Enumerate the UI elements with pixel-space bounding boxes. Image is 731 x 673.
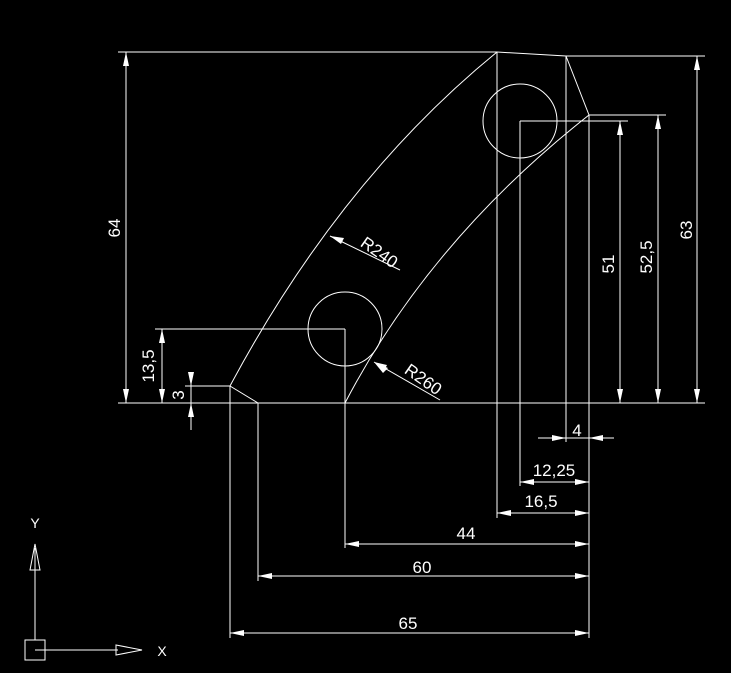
dimension-4: 4 (538, 421, 614, 441)
ucs-x-label: X (157, 643, 167, 659)
dim-51-text: 51 (599, 255, 618, 274)
dimension-52-5: 52,5 (637, 115, 661, 403)
dim-4-text: 4 (572, 421, 581, 440)
dim-64-text: 64 (105, 219, 124, 238)
dimension-65: 65 (230, 614, 589, 636)
dim-13-5-text: 13,5 (139, 349, 158, 382)
bottom-left-chamfer (229, 385, 259, 404)
dim-r260-text: R260 (401, 360, 445, 399)
ucs-origin-box (24, 639, 46, 661)
outer-arc-r240 (229, 51, 498, 387)
top-right-chamfer (565, 55, 590, 116)
top-edge (496, 51, 567, 57)
dim-52-5-text: 52,5 (637, 240, 656, 273)
dim-65-text: 65 (399, 614, 418, 633)
dimension-63: 63 (677, 56, 700, 403)
ucs-y-label: Y (30, 515, 40, 531)
dimension-r260: R260 (373, 360, 445, 401)
dim-63-text: 63 (677, 221, 696, 240)
part-outline (229, 51, 590, 404)
dim-12-25-text: 12,25 (533, 461, 576, 480)
dimension-44: 44 (345, 524, 589, 547)
dim-44-text: 44 (457, 524, 476, 543)
dimension-r240: R240 (329, 233, 401, 272)
dim-r240-text: R240 (357, 233, 401, 272)
extension-lines (118, 51, 705, 638)
dimension-12-25: 12,25 (520, 461, 589, 485)
ucs-y-arrow-icon (29, 543, 41, 571)
dimension-16-5: 16,5 (497, 492, 589, 516)
inner-arc-r260 (344, 114, 590, 404)
ucs-icon: Y X (24, 515, 167, 661)
dim-16-5-text: 16,5 (524, 492, 557, 511)
dimension-60: 60 (258, 558, 589, 579)
ucs-x-arrow-icon (115, 644, 143, 656)
dim-60-text: 60 (413, 558, 432, 577)
dimension-3: 3 (169, 372, 194, 430)
dimension-64: 64 (105, 52, 129, 403)
center-marks (344, 120, 556, 365)
dimension-51: 51 (599, 121, 623, 403)
dim-3-text: 3 (169, 390, 188, 399)
dimension-13-5: 13,5 (139, 329, 165, 403)
